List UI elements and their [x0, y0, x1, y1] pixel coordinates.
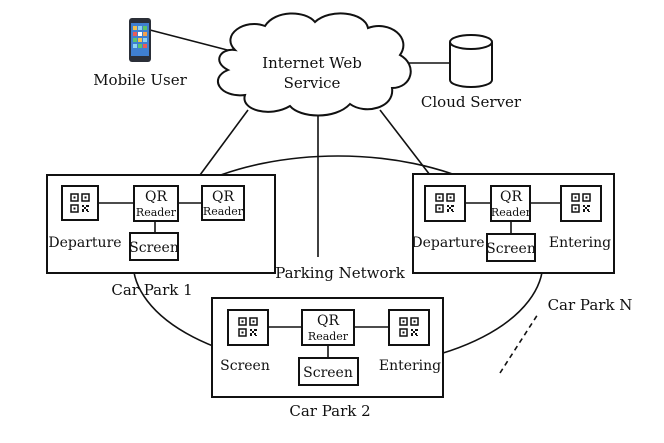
mobile-user-label: Mobile User — [93, 71, 187, 89]
screen-side-label: Screen — [220, 358, 270, 374]
qr-code-entering — [560, 185, 602, 222]
qr-code-departure — [61, 185, 99, 221]
cloud-server-label: Cloud Server — [421, 93, 522, 111]
qr-reader-label: Reader — [491, 206, 532, 219]
car-park-2-label: Car Park 2 — [289, 402, 370, 420]
qr-reader-box-2 — [201, 185, 245, 221]
qr-reader-label: Reader — [136, 206, 177, 219]
qr-code-departure — [424, 185, 466, 222]
screen-label: Screen — [303, 365, 353, 381]
cloud-to-carpark1-link — [199, 109, 249, 176]
screen-label: Screen — [129, 240, 179, 256]
internet-label-1: Internet Web — [262, 54, 362, 72]
car-park-1: QR Reader QR Reader Screen Departure — [46, 174, 276, 274]
car-park-2: QR Reader Screen Screen Entering — [211, 297, 444, 398]
qr-reader-label: Reader — [203, 205, 244, 218]
screen-box — [298, 357, 359, 386]
qr-reader-label: QR — [317, 313, 339, 329]
cloud-icon — [216, 12, 412, 117]
qr-reader-box — [301, 309, 355, 346]
internet-label-2: Service — [284, 74, 341, 92]
car-park-n-label: Car Park N — [548, 296, 633, 314]
qr-reader-label: QR — [500, 189, 522, 205]
qr-reader-box — [490, 185, 531, 222]
database-cylinder-icon — [449, 34, 493, 88]
entering-label: Entering — [379, 358, 441, 374]
more-car-parks-dashes — [499, 313, 539, 374]
qr-reader-label: Reader — [308, 330, 349, 343]
parking-network-label: Parking Network — [275, 264, 406, 282]
car-park-n: QR Reader Screen Departure Entering — [411, 173, 615, 274]
screen-box — [129, 232, 179, 261]
qr-reader-label: QR — [145, 189, 167, 205]
qr-reader-box — [133, 185, 179, 222]
entering-label: Entering — [549, 235, 611, 251]
screen-label: Screen — [486, 241, 536, 257]
car-park-1-label: Car Park 1 — [111, 281, 192, 299]
smartphone-icon — [129, 18, 151, 62]
qr-reader-label: QR — [212, 189, 234, 205]
mobile-to-cloud-link — [149, 29, 236, 53]
qr-code-entering — [388, 309, 430, 346]
cloud-to-carparkn-link — [379, 109, 431, 176]
qr-code-left — [227, 309, 269, 346]
departure-label: Departure — [411, 235, 484, 251]
screen-box — [486, 233, 536, 262]
departure-label: Departure — [48, 235, 121, 251]
